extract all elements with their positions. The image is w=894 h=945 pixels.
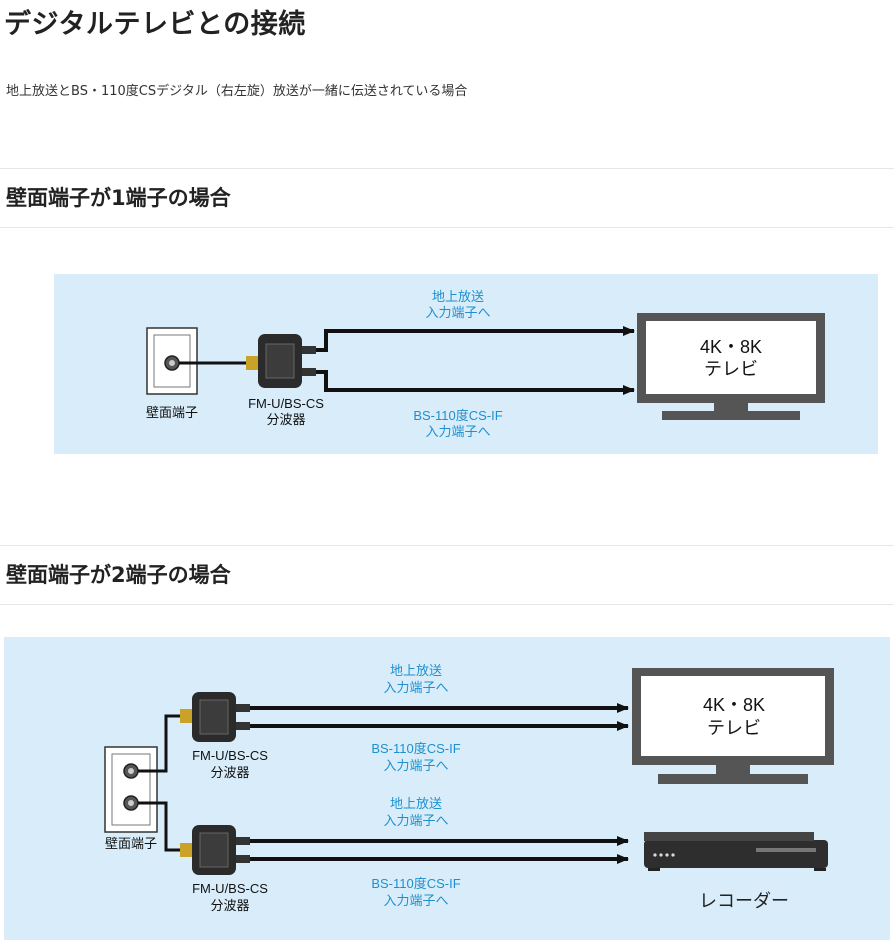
lower-line-label-1: BS-110度CS-IF [413,408,502,423]
splitter-bottom-label-2: 分波器 [210,898,249,913]
connection-diagram-1: 4K・8K テレビ 地上放送 入力端子へ BS-110度CS-IF 入力端子へ … [54,274,878,454]
page-subtitle: 地上放送とBS・110度CSデジタル（右左旋）放送が一緒に伝送されている場合 [6,84,468,99]
rec-lower-label-2: 入力端子へ [383,893,448,908]
page-title: デジタルテレビとの接続 [4,9,306,40]
recorder-icon [644,832,828,871]
wall-outlet-icon [104,746,158,833]
rec-upper-label-2: 入力端子へ [383,813,448,828]
wall-outlet-label: 壁面端子 [105,836,157,851]
tv-upper-label-2: 入力端子へ [383,680,448,695]
tv-label-1: 4K・8K [703,695,765,715]
divider [0,604,894,605]
tv-icon [637,313,825,420]
tv-lower-label-1: BS-110度CS-IF [371,741,460,756]
divider [0,545,894,546]
diagram-1-svg: 4K・8K テレビ 地上放送 入力端子へ BS-110度CS-IF 入力端子へ … [146,289,825,439]
recorder-label: レコーダー [699,891,789,911]
lower-line-label-2: 入力端子へ [425,424,490,439]
splitter-bottom-label-1: FM-U/BS-CS [192,881,268,896]
rec-lower-label-1: BS-110度CS-IF [371,876,460,891]
splitter-top-label-1: FM-U/BS-CS [192,748,268,763]
splitter-icon [246,334,316,388]
tv-label-1: 4K・8K [700,337,762,357]
divider [0,168,894,169]
rec-upper-label-1: 地上放送 [390,796,442,811]
upper-line-label-1: 地上放送 [432,289,484,304]
wall-outlet-icon [146,327,198,395]
splitter-top-label-2: 分波器 [210,765,249,780]
splitter-label-1: FM-U/BS-CS [248,396,324,411]
tv-icon [632,668,834,784]
tv-upper-label-1: 地上放送 [390,663,442,678]
cable [138,801,184,852]
tv-label-2: テレビ [707,718,761,738]
upper-line-label-2: 入力端子へ [425,305,490,320]
section-heading-2: 壁面端子が2端子の場合 [6,563,231,587]
tv-label-2: テレビ [704,359,758,379]
diagram-2-svg: 4K・8K テレビ レコーダー 地上放送 入力端子へ BS-110度CS-IF … [104,663,834,913]
wall-outlet-label: 壁面端子 [146,405,198,420]
splitter-top-icon [180,692,250,742]
cable [138,714,184,773]
section-heading-1: 壁面端子が1端子の場合 [6,186,231,210]
tv-lower-label-2: 入力端子へ [383,758,448,773]
splitter-bottom-icon [180,825,250,875]
divider [0,227,894,228]
splitter-label-2: 分波器 [266,412,305,427]
connection-diagram-2: 4K・8K テレビ レコーダー 地上放送 入力端子へ BS-110度CS-IF … [4,637,890,940]
